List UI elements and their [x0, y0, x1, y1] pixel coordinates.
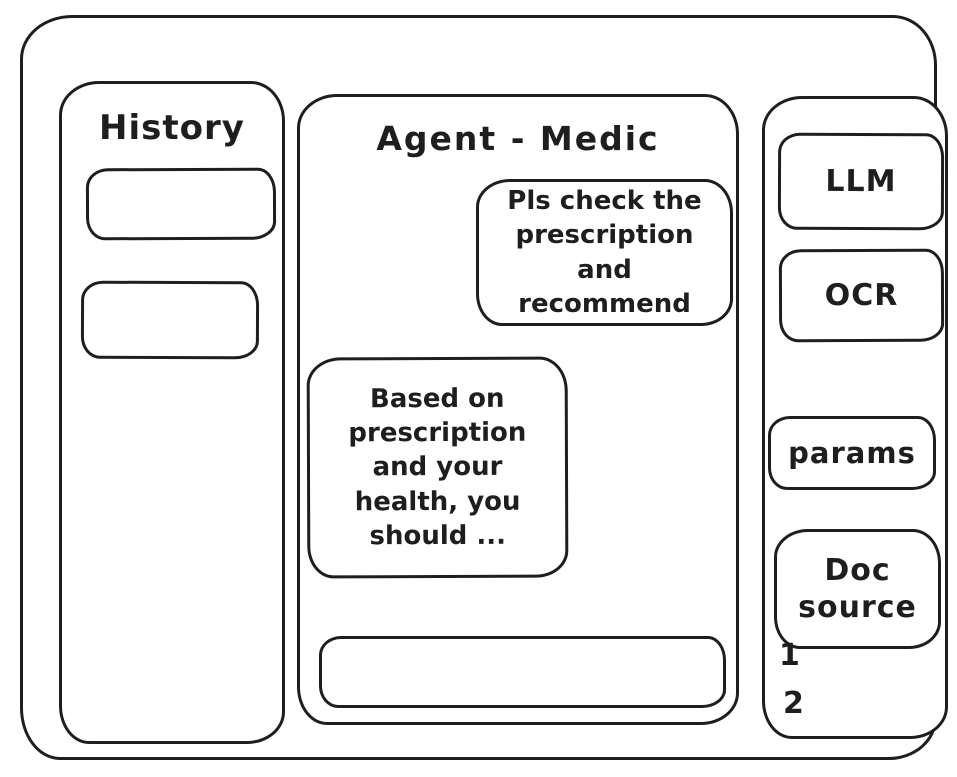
tool-label: OCR [824, 277, 899, 313]
tool-button-params[interactable]: params [768, 416, 936, 490]
tool-label: params [788, 435, 916, 470]
app-frame: History Agent - Medic Pls check the pres… [20, 15, 948, 760]
tool-label: LLM [825, 163, 897, 199]
tool-button-llm[interactable]: LLM [777, 132, 945, 231]
tool-label: Doc source [798, 552, 917, 626]
history-item[interactable] [85, 167, 277, 241]
history-item[interactable] [80, 280, 260, 360]
doc-source-item-1[interactable]: 1 [779, 638, 800, 673]
user-message-text: Pls check the prescription and recommend [507, 185, 702, 319]
chat-panel: Agent - Medic Pls check the prescription… [297, 94, 739, 725]
tools-panel: LLM OCR params Doc source 1 2 [762, 96, 948, 739]
history-panel: History [59, 81, 285, 744]
assistant-message-text: Based on prescription and your health, y… [348, 383, 527, 552]
message-input[interactable] [319, 636, 726, 708]
tool-button-ocr[interactable]: OCR [778, 248, 945, 343]
chat-title: Agent - Medic [376, 119, 660, 158]
tool-button-doc-source[interactable]: Doc source [774, 529, 941, 649]
user-message-bubble: Pls check the prescription and recommend [476, 179, 733, 326]
doc-source-item-2[interactable]: 2 [783, 686, 804, 721]
history-title: History [99, 108, 245, 148]
assistant-message-bubble: Based on prescription and your health, y… [306, 356, 569, 579]
